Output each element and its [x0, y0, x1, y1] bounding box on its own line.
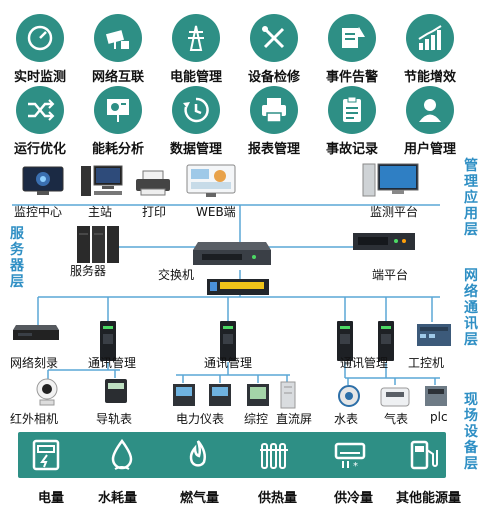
gas-meter-label: 气表 — [384, 412, 409, 426]
plc-label: plc — [430, 410, 448, 424]
tower-icon[interactable] — [172, 14, 220, 62]
layer-label-field: 现场设备层 — [464, 392, 478, 472]
comm-manager-3-label: 通讯管理 — [340, 356, 389, 370]
function-label: 数据管理 — [169, 142, 222, 157]
dc-screen-label: 直流屏 — [276, 412, 313, 426]
network-switch-icon — [193, 242, 271, 265]
function-label: 节能增效 — [403, 70, 456, 85]
layer-label-server: 服务器层 — [10, 226, 24, 290]
monitor-platform-icon — [362, 163, 419, 197]
server-label: 服务器 — [70, 264, 107, 278]
network-recorder-label: 网络刻录 — [10, 356, 59, 370]
master-station-label: 主站 — [88, 205, 113, 219]
water-drop-icon — [105, 438, 139, 472]
energy-type-label: 其他能源量 — [396, 491, 462, 506]
switch-label: 交换机 — [158, 268, 195, 282]
function-label: 设备检修 — [247, 70, 300, 85]
comm-manager-1-label: 通讯管理 — [88, 356, 137, 370]
function-label: 事件告警 — [325, 70, 378, 85]
web-label: WEB端 — [196, 205, 236, 219]
power-meter-1-icon — [173, 384, 195, 406]
energy-type-label: 供冷量 — [334, 491, 374, 506]
rail-meter-label: 导轨表 — [96, 412, 133, 426]
flame-icon — [181, 438, 215, 472]
server-rack-icon — [77, 226, 119, 263]
function-label: 实时监测 — [13, 70, 66, 85]
tools-icon[interactable] — [250, 14, 298, 62]
water-meter-icon — [338, 385, 360, 407]
ir-camera-label: 红外相机 — [10, 412, 59, 426]
ipc-label: 工控机 — [408, 356, 445, 370]
terminal-platform-icon — [353, 233, 415, 250]
gauge-icon[interactable] — [16, 14, 64, 62]
energy-type-bar — [18, 432, 446, 478]
shuffle-icon[interactable] — [16, 86, 64, 134]
electricity-meter-icon — [29, 438, 63, 472]
function-label: 能耗分析 — [91, 142, 144, 157]
radiator-icon — [257, 438, 291, 472]
alert-icon[interactable] — [328, 14, 376, 62]
energy-type-label: 水耗量 — [98, 491, 138, 506]
comm-manager-1-icon — [100, 321, 116, 361]
function-label: 报表管理 — [247, 142, 300, 157]
comm-manager-2-label: 通讯管理 — [204, 356, 253, 370]
print-label: 打印 — [142, 205, 167, 219]
switch-port-module-icon — [207, 279, 269, 295]
monitor-center-icon — [22, 166, 64, 195]
integrated-control-icon — [247, 384, 269, 406]
master-station-icon — [81, 165, 123, 196]
camera-icon[interactable] — [94, 14, 142, 62]
growth-chart-icon[interactable] — [406, 14, 454, 62]
gas-meter-icon — [380, 387, 410, 407]
integrated-control-label: 综控 — [244, 412, 269, 426]
svg-text:*: * — [353, 461, 358, 472]
monitor-platform-label: 监测平台 — [370, 205, 419, 219]
history-icon[interactable] — [172, 86, 220, 134]
comm-manager-3a-icon — [337, 321, 353, 361]
fuel-pump-icon — [407, 438, 441, 472]
cooling-icon: * — [333, 438, 367, 472]
printer-icon[interactable] — [250, 86, 298, 134]
monitor-center-label: 监控中心 — [14, 205, 63, 219]
water-meter-label: 水表 — [334, 412, 359, 426]
industrial-pc-icon — [417, 324, 451, 346]
presentation-icon[interactable] — [94, 86, 142, 134]
function-label: 电能管理 — [169, 70, 222, 85]
energy-type-label: 供热量 — [258, 491, 298, 506]
energy-type-label: 燃气量 — [180, 491, 220, 506]
power-meter-label: 电力仪表 — [176, 412, 225, 426]
layer-label-app: 管理应用层 — [464, 158, 478, 238]
web-dashboard-icon — [186, 164, 236, 197]
terminal-platform-label: 端平台 — [372, 268, 409, 282]
function-label: 网络互联 — [91, 70, 144, 85]
function-label: 运行优化 — [13, 142, 66, 157]
function-label: 用户管理 — [403, 142, 456, 157]
layer-label-network: 网络通讯层 — [464, 268, 478, 348]
power-meter-2-icon — [209, 384, 231, 406]
user-icon[interactable] — [406, 86, 454, 134]
plc-icon — [425, 386, 447, 406]
clipboard-icon[interactable] — [328, 86, 376, 134]
ir-camera-icon — [36, 378, 58, 406]
comm-manager-2-icon — [220, 321, 236, 361]
dc-screen-icon — [280, 381, 296, 409]
rail-meter-icon — [105, 379, 127, 403]
function-label: 事故记录 — [325, 142, 378, 157]
energy-type-label: 电量 — [38, 491, 65, 506]
printer-icon — [136, 170, 170, 196]
network-recorder-icon — [13, 325, 59, 340]
comm-manager-3b-icon — [378, 321, 394, 361]
